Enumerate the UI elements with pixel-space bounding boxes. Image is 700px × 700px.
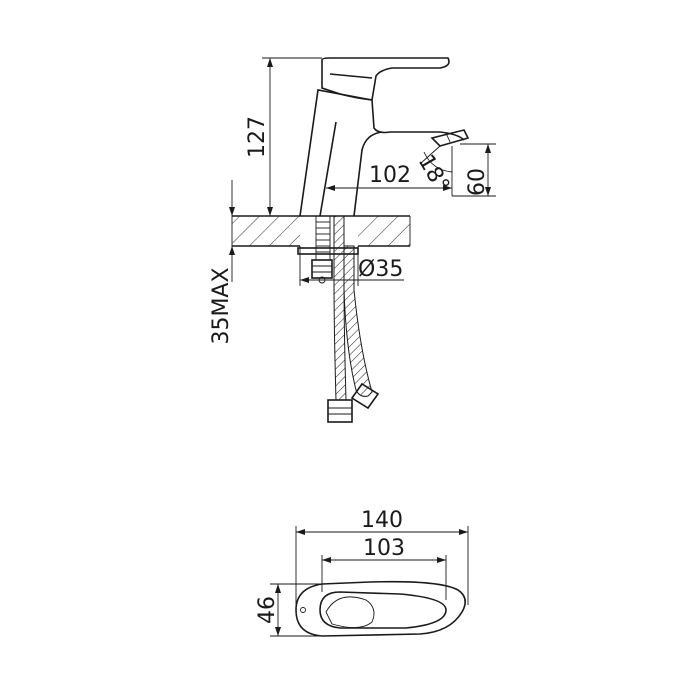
dim-label-dia35: Ø35 bbox=[358, 257, 403, 282]
faucet-body bbox=[299, 57, 470, 217]
dim-label-102: 102 bbox=[369, 163, 411, 188]
dim-aerator-angle: 18° bbox=[413, 145, 454, 197]
top-view: 140 103 46 bbox=[255, 508, 469, 637]
dim-max-deck: 35MAX bbox=[209, 180, 235, 345]
side-view: 127 102 18° 60 Ø35 bbox=[209, 57, 496, 423]
dim-spout-height: 127 bbox=[245, 57, 322, 217]
dim-spout-reach: 102 bbox=[326, 146, 453, 196]
dim-label-140: 140 bbox=[361, 508, 403, 533]
dim-label-35max: 35MAX bbox=[209, 267, 234, 344]
dim-label-103: 103 bbox=[363, 536, 405, 561]
dim-aerator-offset: 60 bbox=[452, 143, 496, 197]
dim-label-18deg: 18° bbox=[413, 151, 454, 197]
dim-lever-length: 103 bbox=[321, 536, 447, 600]
dim-label-127: 127 bbox=[245, 116, 270, 158]
flex-hoses bbox=[318, 215, 380, 423]
dim-label-46: 46 bbox=[255, 596, 280, 624]
countertop bbox=[231, 215, 411, 247]
top-lever-outline bbox=[319, 591, 447, 629]
dim-label-60: 60 bbox=[465, 168, 490, 196]
dim-body-width: 46 bbox=[255, 583, 322, 637]
dim-body-length: 140 bbox=[295, 508, 469, 610]
dim-hole-diameter: Ø35 bbox=[299, 246, 404, 286]
